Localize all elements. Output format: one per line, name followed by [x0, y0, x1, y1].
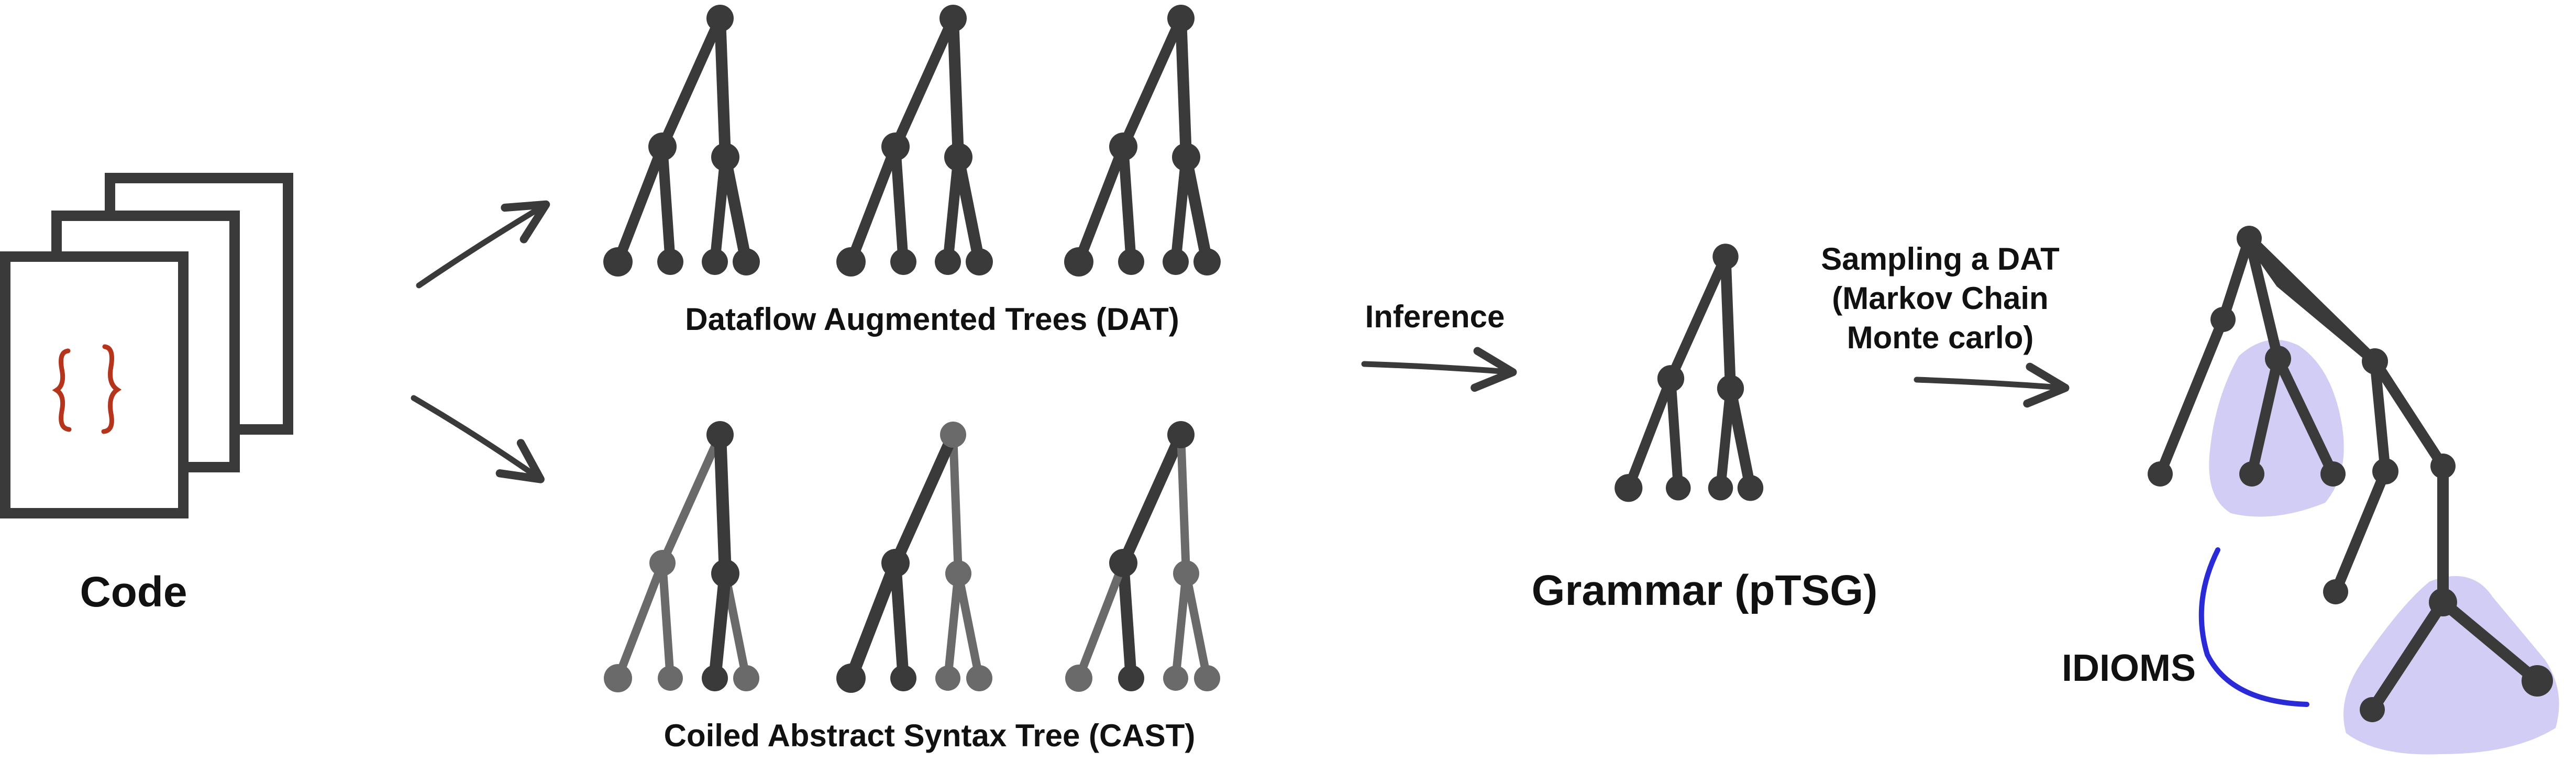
arrow-inference	[1361, 347, 1517, 392]
sampling-line-2: (Markov Chain	[1832, 281, 2048, 316]
grammar-tree	[1615, 244, 1763, 502]
dat-label: Dataflow Augmented Trees (DAT)	[685, 302, 1179, 337]
dat-trees	[603, 5, 1221, 277]
cast-tree-2	[836, 422, 992, 693]
cast-tree-3	[1065, 421, 1220, 692]
right-brace-icon	[101, 344, 122, 434]
sampling-line-3: Monte carlo)	[1847, 320, 2034, 355]
grammar-label: Grammar (pTSG)	[1532, 567, 1878, 614]
code-page-front	[0, 251, 189, 518]
arrow-to-cast	[411, 395, 545, 483]
idiom-region-2	[2343, 576, 2559, 755]
code-label: Code	[80, 568, 187, 616]
arrow-sampling	[1914, 362, 2070, 408]
cast-trees	[604, 421, 1220, 693]
idioms-bracket	[2198, 547, 2309, 707]
sampling-caption: Sampling a DAT (Markov Chain Monte carlo…	[1821, 241, 2060, 355]
dat-tree-1	[603, 5, 760, 277]
dat-tree-2	[836, 5, 993, 277]
idioms-label: IDIOMS	[2062, 647, 2196, 689]
left-brace-icon	[52, 348, 72, 432]
inference-label: Inference	[1365, 299, 1505, 334]
cast-tree-1	[604, 421, 759, 692]
dat-tree-3	[1064, 5, 1221, 277]
arrow-to-dat	[416, 200, 550, 289]
cast-label: Coiled Abstract Syntax Tree (CAST)	[664, 718, 1196, 753]
sampling-line-1: Sampling a DAT	[1821, 241, 2060, 277]
sampled-tree	[2148, 226, 2559, 755]
code-documents	[0, 173, 293, 518]
